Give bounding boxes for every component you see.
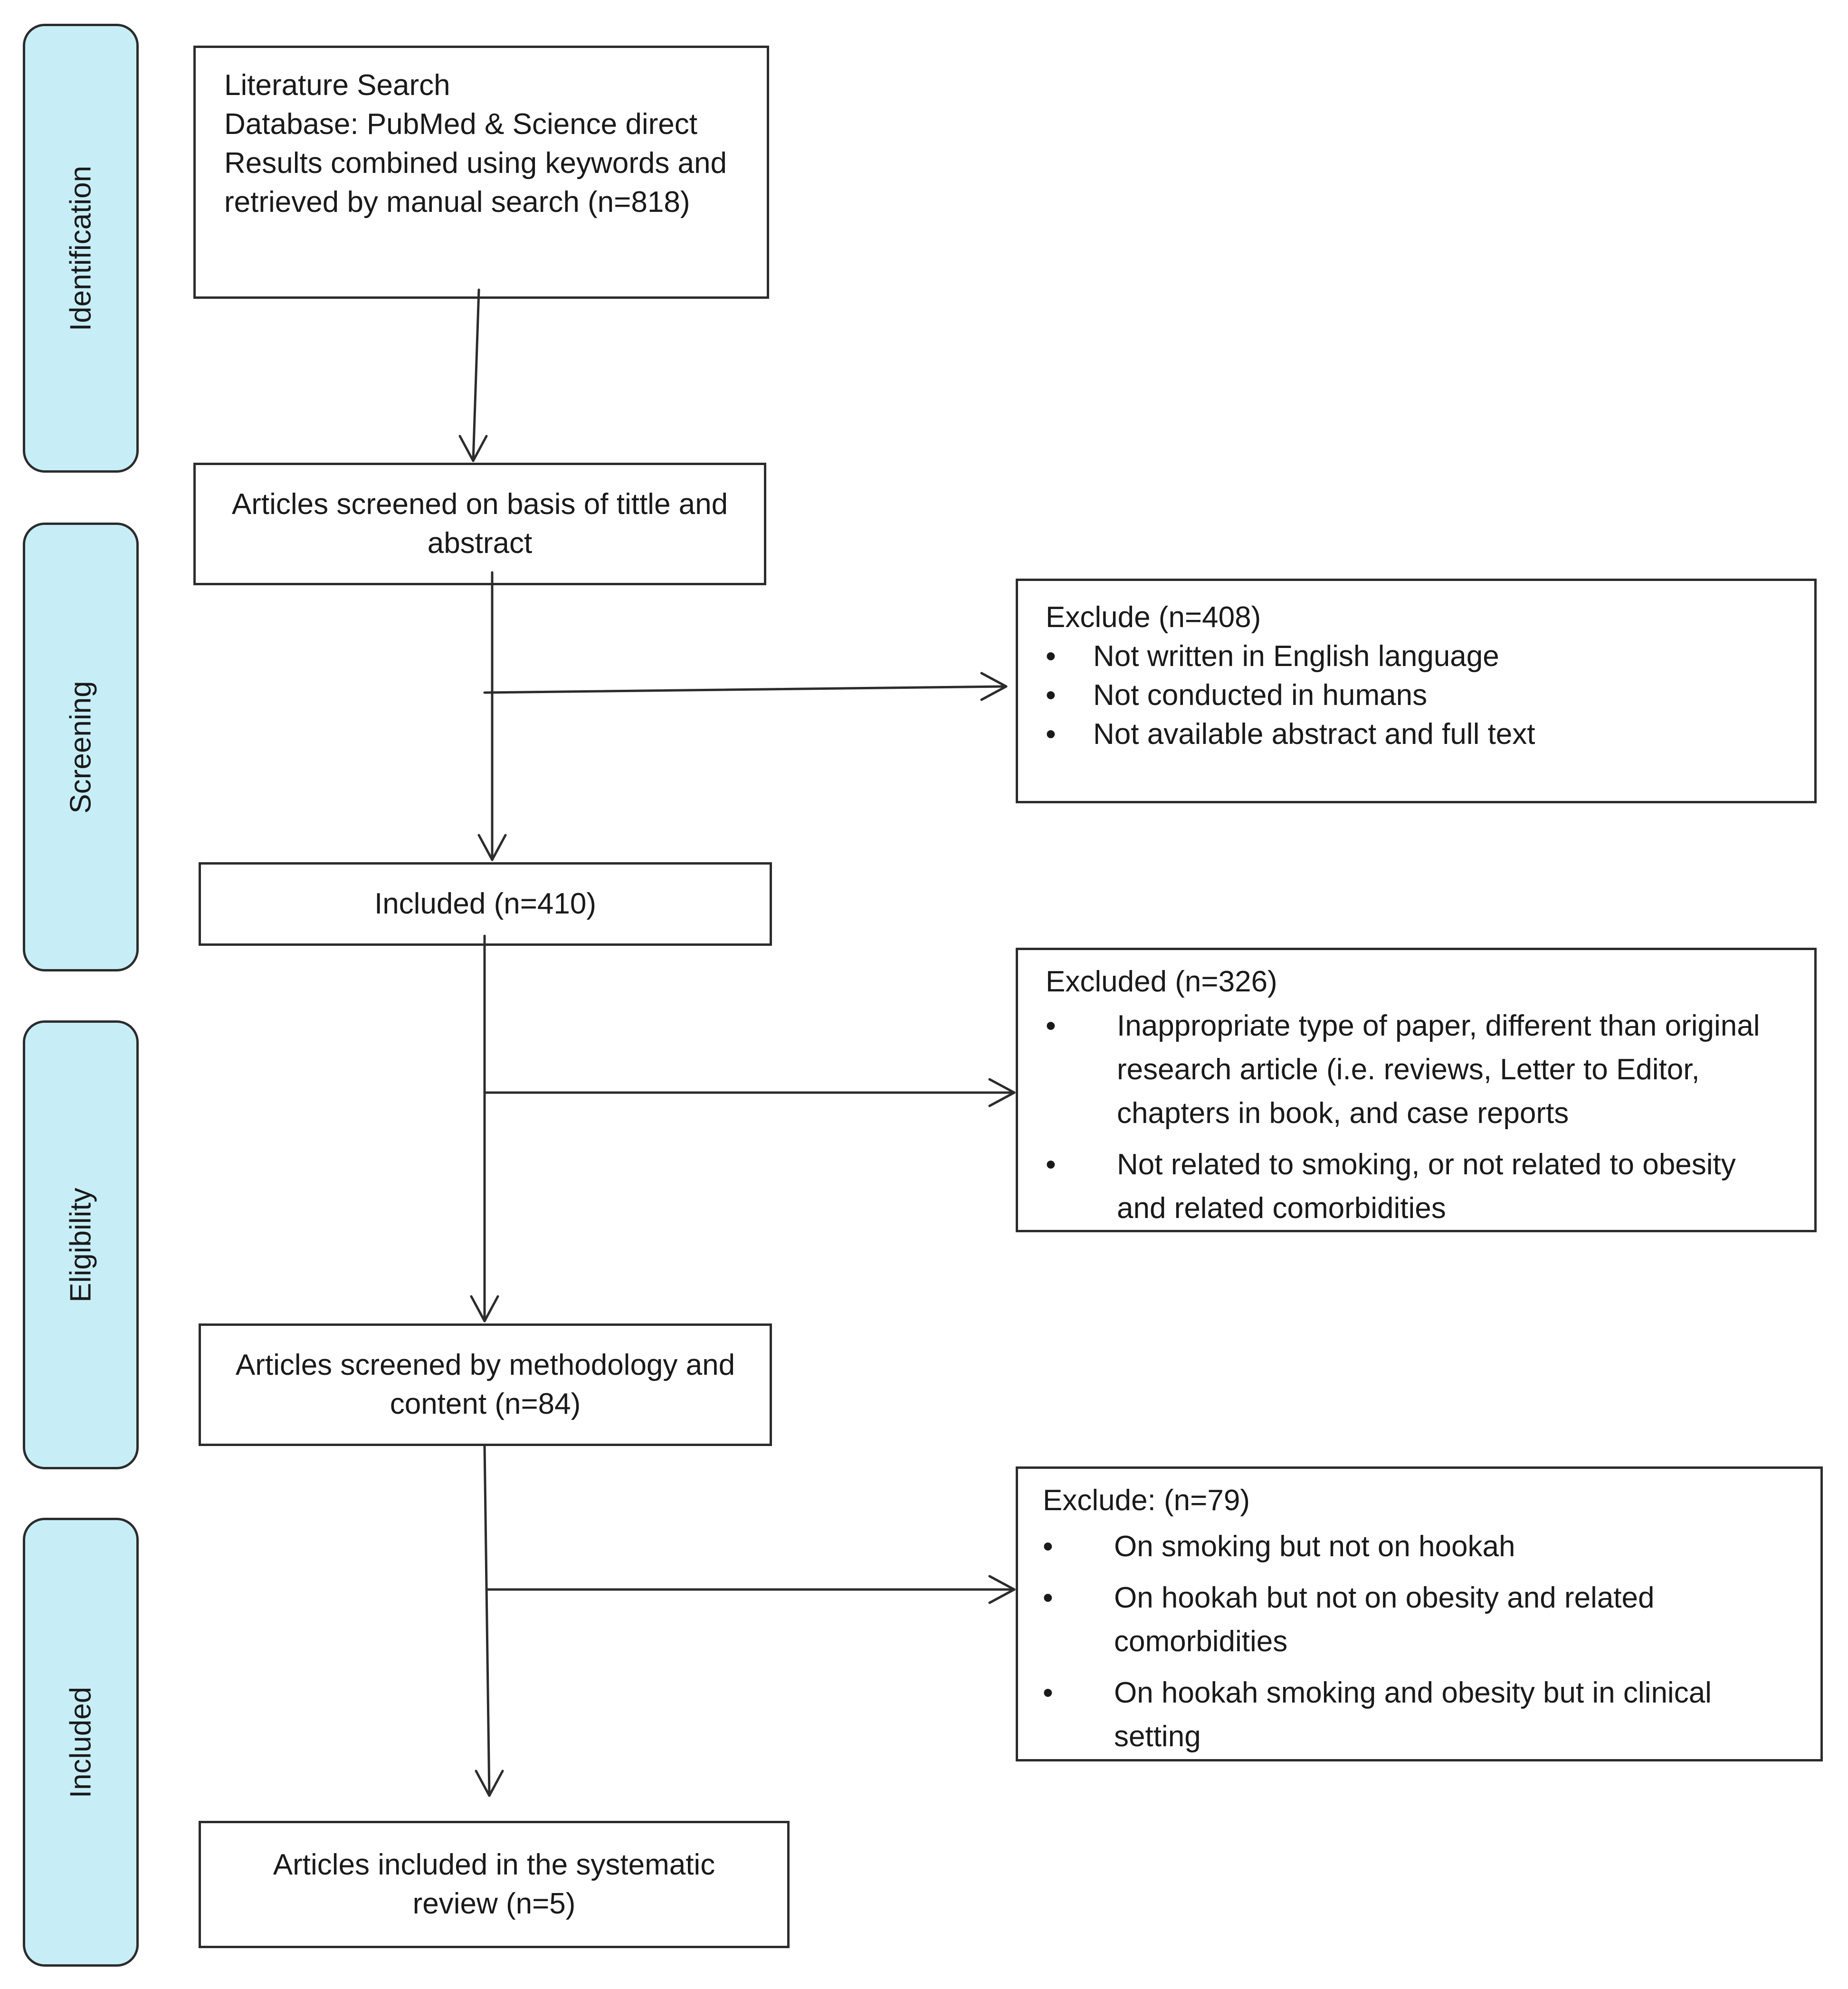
included-410-box: Included (n=410) bbox=[199, 862, 772, 946]
arrow-head bbox=[458, 435, 488, 462]
exclude-item: On hookah smoking and obesity but in cli… bbox=[1043, 1671, 1796, 1759]
exclude-408-box: Exclude (n=408) Not written in English l… bbox=[1016, 579, 1817, 803]
screened-line: Articles screened on basis of tittle and bbox=[231, 488, 728, 521]
search-line: Results combined using keywords and bbox=[224, 147, 727, 180]
exclude-item: Not available abstract and full text bbox=[1046, 715, 1787, 754]
exclude-item: Inappropriate type of paper, different t… bbox=[1046, 1004, 1787, 1135]
screened-box: Articles screened on basis of tittle and… bbox=[193, 463, 766, 585]
exclude-item: On hookah but not on obesity and related… bbox=[1043, 1576, 1796, 1664]
literature-search-box: Literature Search Database: PubMed & Sci… bbox=[193, 46, 769, 299]
exclude-79-title: Exclude: (n=79) bbox=[1043, 1484, 1250, 1517]
arrow-shaft bbox=[472, 288, 480, 462]
arrow-head bbox=[988, 1575, 1016, 1604]
exclude-item: On smoking but not on hookah bbox=[1043, 1525, 1796, 1569]
excluded-326-title: Excluded (n=326) bbox=[1046, 965, 1277, 998]
arrow-head bbox=[470, 1295, 499, 1323]
stage-eligibility: Eligibility bbox=[23, 1020, 139, 1469]
exclude-item: Not related to smoking, or not related t… bbox=[1046, 1143, 1787, 1230]
methodology-line: content (n=84) bbox=[390, 1388, 581, 1420]
stage-screening: Screening bbox=[23, 523, 139, 971]
exclude-item: Not conducted in humans bbox=[1046, 676, 1787, 715]
arrow-head bbox=[477, 834, 507, 861]
final-line: Articles included in the systematic bbox=[273, 1848, 715, 1881]
methodology-box: Articles screened by methodology and con… bbox=[199, 1323, 772, 1446]
search-line: Literature Search bbox=[224, 69, 450, 102]
stage-included: Included bbox=[23, 1518, 139, 1967]
methodology-line: Articles screened by methodology and bbox=[235, 1349, 735, 1381]
search-line: retrieved by manual search (n=818) bbox=[224, 186, 690, 219]
arrow-head bbox=[980, 672, 1008, 701]
excluded-326-box: Excluded (n=326) Inappropriate type of p… bbox=[1016, 948, 1817, 1232]
exclude-79-box: Exclude: (n=79) On smoking but not on ho… bbox=[1016, 1466, 1823, 1761]
included-410-text: Included (n=410) bbox=[374, 887, 597, 920]
arrow-head bbox=[988, 1078, 1016, 1107]
arrow-head bbox=[475, 1770, 504, 1797]
final-review-box: Articles included in the systematic revi… bbox=[199, 1821, 790, 1948]
exclude-408-title: Exclude (n=408) bbox=[1046, 601, 1261, 634]
arrow-shaft bbox=[483, 1445, 491, 1797]
final-line: review (n=5) bbox=[412, 1887, 576, 1920]
exclude-item: Not written in English language bbox=[1046, 637, 1787, 676]
arrow-shaft bbox=[483, 685, 1008, 694]
screened-line: abstract bbox=[427, 527, 533, 560]
search-line: Database: PubMed & Science direct bbox=[224, 108, 697, 141]
stage-identification: Identification bbox=[23, 24, 139, 473]
